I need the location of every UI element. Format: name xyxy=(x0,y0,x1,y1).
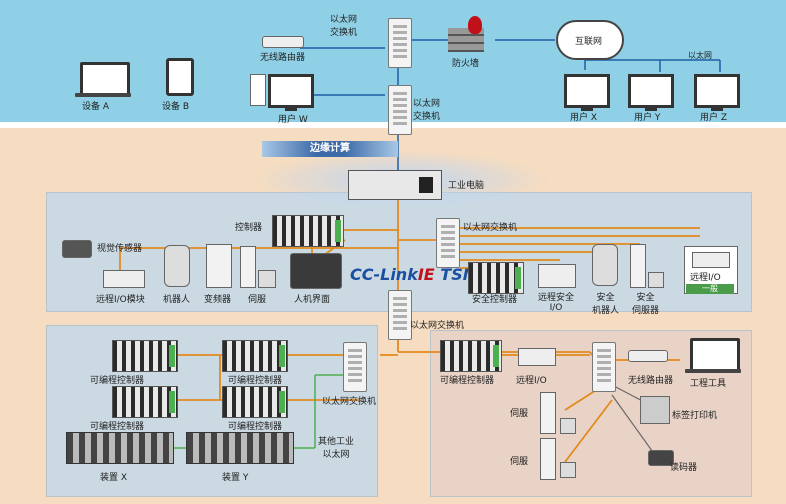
device-y-machine-icon xyxy=(186,432,294,464)
ethernet-switch-right-label: 以太网交换机 xyxy=(463,223,518,233)
ethernet-switch-top xyxy=(388,18,412,68)
device-y-label: 装置 Y xyxy=(222,473,249,483)
servo-b1-label: 伺服 xyxy=(510,409,529,419)
hmi-panel-icon xyxy=(290,253,342,289)
firewall-flame-icon xyxy=(468,16,482,34)
safety-robot-icon xyxy=(592,244,618,286)
plc-4-icon xyxy=(222,386,288,418)
plc-right-icon xyxy=(440,340,502,372)
ethernet-switch-center-label: 以太网交换机 xyxy=(410,321,465,331)
plc-2-icon xyxy=(222,340,288,372)
safety-controller-icon xyxy=(468,262,524,294)
device-b-tablet-icon xyxy=(166,58,194,96)
ethernet-switch-bottom-right xyxy=(592,342,616,392)
ethernet-switch-top-label: 以太网 交换机 xyxy=(330,15,358,38)
device-b-label: 设备 B xyxy=(162,102,190,112)
user-z-monitor-icon xyxy=(694,74,740,111)
firewall-label: 防火墙 xyxy=(452,59,480,69)
servo-b2-motor-icon xyxy=(560,462,576,478)
code-reader-icon xyxy=(648,450,674,466)
servo-label: 伺服 xyxy=(248,295,267,305)
device-a-laptop-icon xyxy=(75,62,131,97)
remote-io-module-icon xyxy=(103,270,145,288)
general-label: 一般 xyxy=(686,284,734,294)
servo-amp-icon xyxy=(240,246,256,288)
remote-safety-io-label: 远程安全 I/O xyxy=(538,293,575,313)
remote-safety-io-icon xyxy=(538,264,576,288)
plc-2-label: 可编程控制器 xyxy=(228,376,283,386)
ethernet-switch-left-bottom-label: 以太网交换机 xyxy=(322,397,377,407)
servo-motor-icon xyxy=(258,270,276,288)
industrial-pc-label: 工业电脑 xyxy=(448,181,485,191)
engineering-tool-laptop-icon xyxy=(685,338,741,373)
plc-1-label: 可编程控制器 xyxy=(90,376,145,386)
remote-io-module-label: 远程I/O模块 xyxy=(96,295,145,305)
hmi-label: 人机界面 xyxy=(294,295,331,305)
remote-io-bottom-icon xyxy=(518,348,556,366)
safety-robot-label: 安全 机器人 xyxy=(592,293,620,316)
edge-computing-banner: 边缘计算 xyxy=(262,141,398,157)
ethernet-switch-right xyxy=(436,218,460,268)
plc-3-icon xyxy=(112,386,178,418)
cc-link-ie-tsn-logo: CC-LinkIE TSN xyxy=(350,265,476,284)
code-reader-label: 读码器 xyxy=(670,463,698,473)
user-z-label: 用户 Z xyxy=(700,113,728,123)
inverter-icon xyxy=(206,244,232,288)
label-printer-label: 标签打印机 xyxy=(672,411,718,421)
device-x-machine-icon xyxy=(66,432,174,464)
wireless-router-bottom-label: 无线路由器 xyxy=(628,376,674,386)
controller-label: 控制器 xyxy=(235,223,263,233)
label-printer-icon xyxy=(640,396,670,424)
engineering-tool-label: 工程工具 xyxy=(690,379,727,389)
ethernet-switch-mid-label: 以太网 交换机 xyxy=(413,99,441,122)
remote-io-bottom-label: 远程I/O xyxy=(516,376,547,386)
user-y-label: 用户 Y xyxy=(634,113,661,123)
plc-1-icon xyxy=(112,340,178,372)
ethernet-switch-left-bottom xyxy=(343,342,367,392)
plc-right-label: 可编程控制器 xyxy=(440,376,495,386)
user-x-monitor-icon xyxy=(564,74,610,111)
safety-servo-label: 安全 伺服器 xyxy=(632,293,660,316)
safety-servo-motor-icon xyxy=(648,272,664,288)
tsn-brand-ie: IE xyxy=(417,265,435,284)
inverter-label: 变频器 xyxy=(204,295,232,305)
servo-b2-label: 伺服 xyxy=(510,457,529,467)
vision-sensor-label: 视觉传感器 xyxy=(97,244,143,254)
remote-io-right-icon xyxy=(692,252,730,268)
ethernet-switch-mid xyxy=(388,85,412,135)
other-industrial-ethernet-label: 其他工业 以太网 xyxy=(318,437,355,460)
ethernet-switch-center xyxy=(388,290,412,340)
tsn-brand-tsn: TSN xyxy=(434,265,477,284)
wireless-router-top-label: 无线路由器 xyxy=(260,53,306,63)
user-y-monitor-icon xyxy=(628,74,674,111)
user-x-label: 用户 X xyxy=(570,113,598,123)
safety-controller-label: 安全控制器 xyxy=(472,295,518,305)
ethernet-small-label: 以太网 xyxy=(688,51,712,60)
user-w-tower-icon xyxy=(250,74,266,106)
controller-icon xyxy=(272,215,344,247)
vision-sensor-camera-icon xyxy=(62,240,92,258)
servo-b1-motor-icon xyxy=(560,418,576,434)
user-w-label: 用户 W xyxy=(278,115,308,125)
factory-cell-lower-left xyxy=(46,325,378,497)
internet-label: 互联网 xyxy=(575,37,603,47)
plc-3-label: 可编程控制器 xyxy=(90,422,145,432)
robot-label: 机器人 xyxy=(163,295,191,305)
device-a-label: 设备 A xyxy=(82,102,110,112)
wireless-router-top-icon xyxy=(262,36,304,48)
plc-4-label: 可编程控制器 xyxy=(228,422,283,432)
device-x-label: 装置 X xyxy=(100,473,128,483)
servo-b2-amp-icon xyxy=(540,438,556,480)
robot-arm-icon xyxy=(164,245,190,287)
remote-io-right-label: 远程I/O xyxy=(690,273,721,283)
industrial-pc-icon xyxy=(348,170,442,200)
servo-b1-amp-icon xyxy=(540,392,556,434)
safety-servo-amp-icon xyxy=(630,244,646,288)
user-w-monitor-icon xyxy=(268,74,314,111)
wireless-router-bottom-icon xyxy=(628,350,668,362)
tsn-brand-main: CC-Link xyxy=(350,265,418,284)
internet-cloud-icon xyxy=(556,20,624,60)
